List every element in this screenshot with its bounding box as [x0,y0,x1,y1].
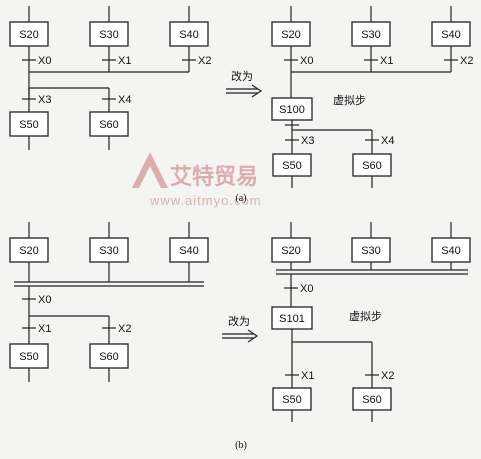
transition-label: X2 [381,370,394,382]
step-s20 [9,21,49,47]
step-label: S30 [99,245,119,257]
transition-label: X2 [460,55,473,67]
arrow-label: 改为 [228,314,250,328]
step-label: S40 [179,245,199,257]
step-label: S60 [99,119,119,131]
caption-b: (b) [235,440,247,451]
step-s40 [431,21,471,47]
transition-label: X1 [380,55,393,67]
step-s60 [89,343,129,369]
step-label: S50 [19,119,39,131]
step-label: S40 [179,29,199,41]
step-label: S20 [281,29,301,41]
step-s20 [271,21,311,47]
transition-label: X0 [38,294,51,306]
panel-a-before: S20 S30 S40 X0 X1 X2 X3 X4 S50 S60 [9,6,211,150]
transition-label: X4 [118,94,131,106]
change-arrow-a: 改为 [226,69,263,98]
step-label: S60 [362,160,382,172]
step-label: S30 [99,29,119,41]
step-label: S100 [279,104,305,116]
watermark: 艾特贸易 www.aitmyo.com [132,152,262,208]
panel-b-before: S20 S30 S40 X0 X1 X2 S50 S60 [9,222,209,382]
step-label: S101 [279,313,305,325]
step-label: S50 [19,351,39,363]
transition-label: X2 [118,323,131,335]
step-label: S50 [282,160,302,172]
panel-a-after: S20 S30 S40 X0 X1 X2 S100 虚拟步 X3 X4 S50 … [271,6,473,188]
step-label: S20 [19,245,39,257]
transition-label: X3 [38,94,51,106]
transition-label: X1 [118,55,131,67]
step-label: S60 [99,351,119,363]
step-label: S40 [441,245,461,257]
arrow-label: 改为 [231,69,253,83]
step-label: S50 [282,394,302,406]
change-arrow-b: 改为 [222,314,259,343]
step-label: S60 [362,394,382,406]
step-s30 [89,21,129,47]
transition-label: X0 [300,283,313,295]
transition-label: X0 [38,55,51,67]
step-s20 [9,237,49,263]
watermark-brand: 艾特贸易 [170,164,258,190]
dummy-step-note: 虚拟步 [349,309,382,323]
step-label: S20 [19,29,39,41]
step-label: S30 [361,245,381,257]
step-s40 [169,237,209,263]
caption-a: (a) [235,193,246,204]
step-s50 [9,111,49,137]
transition-label: X0 [300,55,313,67]
dummy-step-note: 虚拟步 [333,93,366,107]
step-s40 [431,237,471,263]
panel-b-after: S20 S30 S40 X0 S101 虚拟步 X1 X2 S50 S60 [271,222,471,422]
step-label: S40 [441,29,461,41]
step-s40 [169,21,209,47]
transition-label: X1 [38,323,51,335]
transition-label: X4 [381,135,394,147]
step-label: S20 [281,245,301,257]
transition-label: X1 [301,370,314,382]
watermark-logo-icon [132,152,168,188]
transition-label: X2 [198,55,211,67]
transition-label: X3 [301,135,314,147]
step-label: S30 [361,29,381,41]
watermark-url: www.aitmyo.com [149,193,262,208]
